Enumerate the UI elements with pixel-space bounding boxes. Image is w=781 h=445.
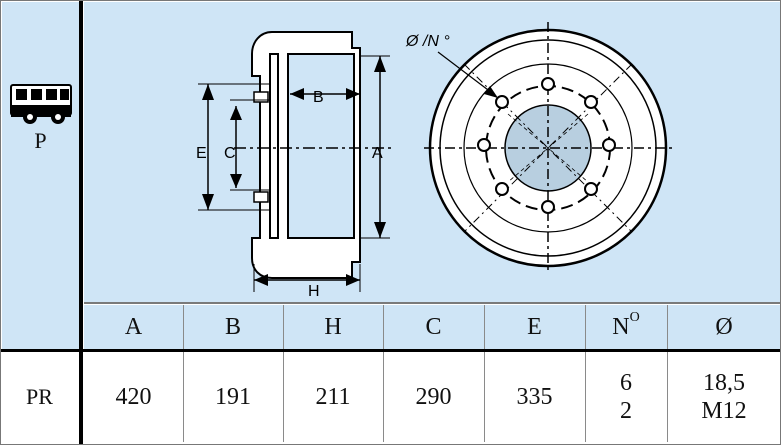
value-n-line1: 6 bbox=[620, 370, 632, 396]
vertical-divider bbox=[79, 0, 83, 445]
value-h: 211 bbox=[283, 352, 384, 442]
col-header-n-superscript: O bbox=[629, 310, 640, 325]
drum-bore bbox=[287, 53, 355, 239]
table-header-row bbox=[84, 305, 780, 349]
header-divider bbox=[0, 349, 781, 352]
col-header-n-label: N bbox=[612, 314, 630, 340]
bolt-holes bbox=[477, 77, 616, 214]
vehicle-class-label: P bbox=[34, 128, 47, 153]
row-label-pr: PR bbox=[26, 384, 53, 409]
col-header-e: E bbox=[484, 305, 586, 349]
col-header-h: H bbox=[283, 305, 384, 349]
drawing-separator bbox=[84, 302, 781, 304]
col-header-c: C bbox=[383, 305, 485, 349]
value-c: 290 bbox=[383, 352, 485, 442]
hub-stud-top bbox=[253, 91, 269, 103]
value-a: 420 bbox=[84, 352, 184, 442]
col-header-a: A bbox=[84, 305, 184, 349]
bus-icon bbox=[10, 84, 72, 124]
dim-label-h: H bbox=[308, 283, 320, 300]
value-b: 191 bbox=[183, 352, 284, 442]
value-n: 6 2 bbox=[585, 352, 668, 442]
col-header-diameter: Ø bbox=[715, 314, 733, 340]
dim-label-a: A bbox=[372, 145, 383, 162]
hole-spec-leader bbox=[437, 51, 497, 97]
value-e: 335 bbox=[484, 352, 586, 442]
value-diameter: 18,5 M12 bbox=[667, 352, 781, 442]
dim-label-e: E bbox=[196, 145, 207, 162]
dim-label-b: B bbox=[313, 89, 324, 106]
value-diameter-line2: M12 bbox=[701, 398, 747, 424]
hole-spec-label: Ø /N ° bbox=[405, 33, 450, 50]
hub-stud-bottom bbox=[253, 191, 269, 203]
dim-label-c: C bbox=[224, 145, 236, 162]
brake-drum-drawing: A B E C H bbox=[196, 22, 674, 300]
drum-inner-wall bbox=[269, 53, 279, 239]
value-diameter-line1: 18,5 bbox=[703, 370, 745, 396]
value-n-line2: 2 bbox=[620, 398, 632, 424]
col-header-b: B bbox=[183, 305, 284, 349]
vehicle-panel bbox=[2, 2, 79, 349]
